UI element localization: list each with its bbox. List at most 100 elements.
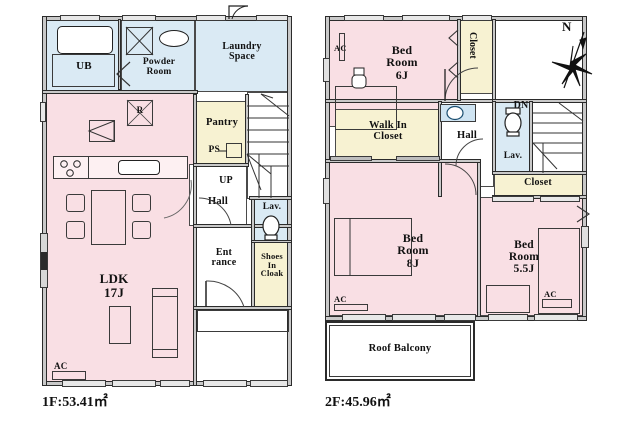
window-icon (323, 58, 330, 82)
label-ac-2f-bed8: AC (334, 294, 347, 304)
dining-table-icon (91, 190, 126, 245)
washer-cross-icon (125, 26, 154, 56)
room-2f-bed-6j (328, 19, 460, 101)
stove-icon (53, 156, 89, 179)
hall-door-swing-icon (198, 197, 232, 226)
1f-wall-ent-top (193, 224, 292, 228)
1f-wall-ldk-hall (193, 94, 197, 386)
toilet-icon (262, 215, 280, 241)
compass-rose-icon: N (551, 19, 593, 89)
washbasin-icon (446, 105, 464, 121)
ps-shaft-icon (226, 143, 242, 158)
window-icon (112, 380, 156, 387)
label-bed-room-6j: Bed Room 6J (386, 43, 418, 82)
window-icon (462, 15, 492, 21)
dining-chair-icon (132, 194, 151, 212)
window-icon (534, 314, 578, 321)
window-icon (444, 314, 476, 321)
dining-chair-icon (132, 221, 151, 239)
closet-door-icon (448, 61, 459, 79)
label-entrance: Ent rance (211, 247, 237, 269)
coffee-table-icon (109, 306, 131, 344)
washbasin-icon (159, 30, 189, 47)
lav-door-swing-icon (455, 138, 484, 167)
stairs-up-icon (246, 93, 290, 198)
bed55-door-icon (576, 205, 590, 223)
area-label-1f: 1F:53.41㎡ (42, 395, 108, 410)
label-shoes-in-cloak: Shoes In Cloak (260, 251, 284, 279)
washer-icon (126, 27, 153, 55)
window-icon (40, 102, 46, 122)
1f-wall-hall-top (193, 163, 249, 167)
window-icon (488, 314, 528, 321)
label-hall-1f: Hall (207, 196, 229, 207)
room-1f-entrance (195, 226, 254, 308)
window-icon (392, 314, 436, 321)
label-up: UP (219, 175, 233, 186)
ac-unit-icon (334, 304, 368, 311)
ps-leader-line (219, 150, 227, 152)
2f-wall-hall-l (438, 101, 442, 197)
ac-unit-icon (52, 371, 86, 380)
closet-door-icon (448, 29, 459, 47)
label-ub: UB (76, 60, 92, 72)
ub-unit-outline (52, 54, 115, 87)
label-roof-balcony: Roof Balcony (368, 343, 432, 354)
label-dn: DN (513, 100, 529, 111)
window-icon (196, 15, 226, 21)
kitchen-sink-icon (118, 160, 160, 175)
label-powder-room: Powder Room (142, 57, 176, 77)
ldk-door-swing-icon (163, 179, 192, 219)
svg-text:N: N (562, 19, 572, 34)
label-pantry: Pantry (205, 117, 239, 128)
powder-door-swing-icon (116, 61, 131, 87)
2f-wall-closet-l (457, 19, 461, 101)
roof-balcony-inner (329, 325, 471, 377)
bed-frame-icon (334, 218, 412, 276)
bed8-door-swing-icon (444, 163, 477, 196)
sofa-arm-left-icon (152, 288, 178, 297)
label-ldk: LDK 17J (99, 271, 129, 300)
window-icon (60, 15, 100, 21)
window-icon (203, 380, 247, 387)
wardrobe-icon (538, 228, 580, 314)
counter-fold-icon (87, 120, 115, 142)
2f-wall-bed8-r (477, 159, 481, 317)
ac-unit-icon (542, 299, 572, 308)
label-closet-mid: Closet (524, 177, 552, 188)
window-icon (62, 380, 106, 387)
1f-wall-left (42, 16, 47, 386)
label-closet-top: Closet (467, 32, 478, 59)
window-icon (122, 15, 156, 21)
ac-unit-icon (339, 33, 345, 61)
sofa-icon (152, 288, 178, 358)
2f-wall-closet-r (492, 19, 496, 101)
label-ac-2f-bed6: AC (334, 43, 347, 53)
window-icon (256, 15, 288, 21)
floor-2f-group: Bed Room 6J AC Closet DN (312, 0, 620, 427)
bed-frame-icon (486, 285, 530, 313)
1f-wall-ub-r (118, 19, 121, 90)
dining-chair-icon (66, 194, 85, 212)
label-laundry-space: Laundry Space (222, 41, 262, 63)
window-icon (160, 380, 190, 387)
room-1f-porch (195, 308, 289, 383)
fridge-cross-icon (126, 99, 154, 127)
label-lavatory-2f: Lav. (503, 151, 523, 161)
area-label-2f: 2F:45.96㎡ (325, 395, 391, 410)
label-bed-room-8j: Bed Room 8J (397, 231, 429, 270)
fridge-icon (127, 100, 153, 126)
label-lavatory-1f: Lav. (262, 202, 282, 212)
window-icon (581, 226, 589, 248)
toilet-icon (504, 107, 522, 137)
window-sash-icon (41, 252, 47, 270)
wic-shelf-icon (330, 156, 372, 161)
bed6-door-swing-icon (444, 67, 479, 102)
dining-chair-icon (66, 221, 85, 239)
window-icon (250, 380, 288, 387)
room-1f-stairs-up (247, 92, 289, 199)
label-refrigerator: R (136, 105, 144, 115)
label-ac-2f-bed55: AC (544, 289, 557, 299)
window-icon (492, 196, 534, 202)
